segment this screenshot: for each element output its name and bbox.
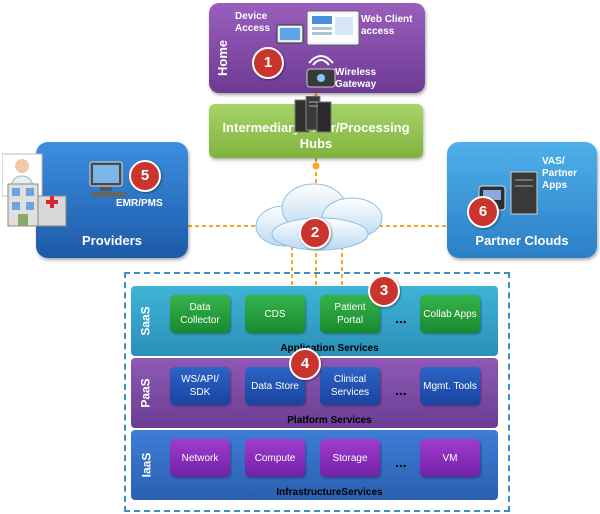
service-data-collector: Data Collector: [170, 295, 230, 333]
iaas-ellipsis: ...: [395, 454, 407, 470]
intermediary-hubs-box: Intermediary Filter/Processing Hubs: [209, 96, 423, 158]
partner-clouds-box: Partner Clouds VAS/ Partner Apps 6: [447, 142, 597, 258]
service-mgmt-tools: Mgmt. Tools: [420, 367, 480, 405]
paas-ellipsis: ...: [395, 382, 407, 398]
saas-caption: Application Services: [280, 343, 379, 354]
service-clinical-services: Clinical Services: [320, 367, 380, 405]
iaas-layer: IaaS Network Compute Storage ... VM Infr…: [131, 430, 498, 500]
service-collab-apps: Collab Apps: [420, 295, 480, 333]
badge-3: 3: [368, 275, 400, 307]
service-compute: Compute: [245, 439, 305, 477]
device-access-label: Device Access: [235, 11, 271, 34]
service-ws-api-sdk: WS/API/ SDK: [170, 367, 230, 405]
badge-1: 1: [252, 47, 284, 79]
paas-caption: Platform Services: [287, 415, 372, 426]
service-storage: Storage: [320, 439, 380, 477]
badge-4: 4: [289, 348, 321, 380]
saas-layer: SaaS Data Collector CDS Patient Portal .…: [131, 286, 498, 356]
home-box: Home Device Access Web Client access Wir…: [209, 3, 425, 93]
providers-label: Providers: [82, 233, 142, 248]
saas-label: SaaS: [138, 306, 153, 336]
cloud-stack-container: [124, 272, 510, 512]
emr-label: EMR/PMS: [116, 198, 163, 209]
wireless-gateway-label: Wireless Gateway: [335, 67, 377, 90]
partner-servers-icon: [478, 171, 538, 215]
service-cds: CDS: [245, 295, 305, 333]
wireless-gateway-icon: [306, 55, 336, 88]
service-patient-portal: Patient Portal: [320, 295, 380, 333]
computer-icon: [89, 161, 126, 197]
vas-partner-apps-label: VAS/ Partner Apps: [542, 156, 578, 191]
iaas-caption: InfrastructureServices: [276, 487, 383, 498]
badge-2: 2: [299, 217, 331, 249]
badge-5: 5: [129, 160, 161, 192]
partner-clouds-label: Partner Clouds: [475, 233, 569, 248]
web-client-label: Web Client access: [361, 14, 413, 37]
home-label: Home: [215, 39, 230, 77]
service-network: Network: [170, 439, 230, 477]
paas-label: PaaS: [138, 378, 153, 408]
doctor-hospital-picture: [2, 153, 67, 227]
service-vm: VM: [420, 439, 480, 477]
iaas-label: IaaS: [139, 452, 153, 478]
devices-picture: [276, 10, 360, 46]
saas-ellipsis: ...: [395, 310, 407, 326]
badge-6: 6: [467, 196, 499, 228]
servers-icon: [294, 96, 332, 133]
